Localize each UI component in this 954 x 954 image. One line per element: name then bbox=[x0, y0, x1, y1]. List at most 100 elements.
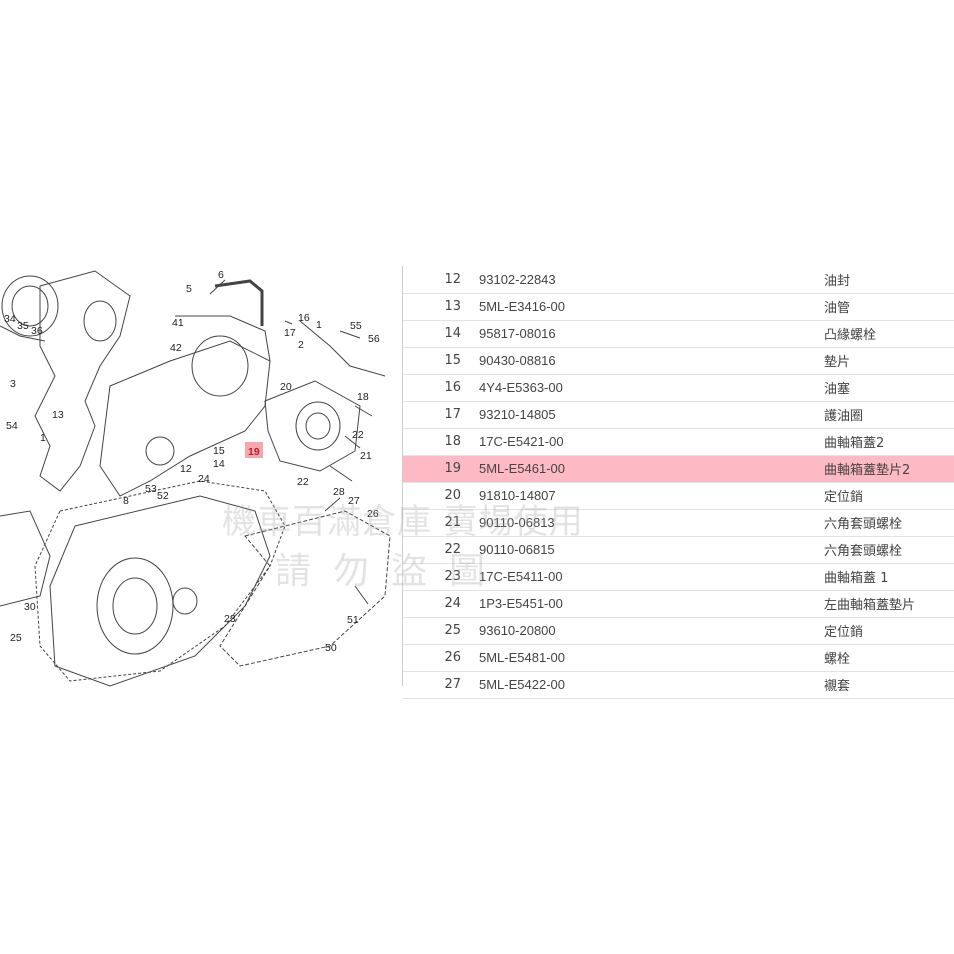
part-name: 曲軸箱蓋墊片2 bbox=[815, 455, 954, 483]
part-name: 油封 bbox=[815, 266, 954, 294]
part-number-index: 18 bbox=[403, 428, 479, 456]
callout-14[interactable]: 14 bbox=[213, 458, 225, 470]
part-name: 曲軸箱蓋 1 bbox=[815, 563, 954, 591]
part-name: 定位銷 bbox=[815, 482, 954, 510]
part-code: 90430-08816 bbox=[479, 347, 815, 375]
part-code: 4Y4-E5363-00 bbox=[479, 374, 815, 402]
callout-26[interactable]: 26 bbox=[367, 508, 379, 520]
part-code: 91810-14807 bbox=[479, 482, 815, 510]
callout-35[interactable]: 35 bbox=[17, 320, 29, 332]
callout-2[interactable]: 2 bbox=[298, 339, 304, 351]
callout-51[interactable]: 51 bbox=[347, 614, 359, 626]
part-name: 曲軸箱蓋2 bbox=[815, 428, 954, 456]
part-code: 5ML-E5481-00 bbox=[479, 644, 815, 672]
callout-20[interactable]: 20 bbox=[280, 381, 292, 393]
part-code: 1P3-E5451-00 bbox=[479, 590, 815, 618]
part-number-index: 13 bbox=[403, 293, 479, 321]
part-code: 90110-06815 bbox=[479, 536, 815, 564]
callout-27[interactable]: 27 bbox=[348, 495, 360, 507]
part-name: 六角套頭螺栓 bbox=[815, 509, 954, 537]
callout-22b[interactable]: 22 bbox=[297, 476, 309, 488]
part-name: 油塞 bbox=[815, 374, 954, 402]
part-code: 17C-E5421-00 bbox=[479, 428, 815, 456]
callout-24[interactable]: 24 bbox=[198, 473, 210, 485]
part-name: 護油圈 bbox=[815, 401, 954, 429]
callout-19[interactable]: 19 bbox=[248, 446, 260, 458]
callout-18[interactable]: 18 bbox=[357, 391, 369, 403]
part-code: 5ML-E5422-00 bbox=[479, 671, 815, 699]
callout-3[interactable]: 3 bbox=[10, 378, 16, 390]
callout-50[interactable]: 50 bbox=[325, 642, 337, 654]
part-number-index: 26 bbox=[403, 644, 479, 672]
callout-22[interactable]: 22 bbox=[352, 429, 364, 441]
part-name: 螺栓 bbox=[815, 644, 954, 672]
callout-5[interactable]: 5 bbox=[186, 283, 192, 295]
part-code: 93210-14805 bbox=[479, 401, 815, 429]
part-number-index: 20 bbox=[403, 482, 479, 510]
callout-53[interactable]: 53 bbox=[145, 483, 157, 495]
part-number-index: 14 bbox=[403, 320, 479, 348]
callout-12[interactable]: 12 bbox=[180, 463, 192, 475]
callout-25[interactable]: 25 bbox=[10, 632, 22, 644]
part-name: 六角套頭螺栓 bbox=[815, 536, 954, 564]
callout-6[interactable]: 6 bbox=[218, 269, 224, 281]
callout-34[interactable]: 34 bbox=[4, 313, 16, 325]
part-name: 襯套 bbox=[815, 671, 954, 699]
part-name: 凸緣螺栓 bbox=[815, 320, 954, 348]
callout-36[interactable]: 36 bbox=[31, 325, 43, 337]
part-number-index: 24 bbox=[403, 590, 479, 618]
callout-28[interactable]: 28 bbox=[333, 486, 345, 498]
part-number-index: 17 bbox=[403, 401, 479, 429]
callout-54[interactable]: 54 bbox=[6, 420, 18, 432]
callout-16[interactable]: 16 bbox=[298, 312, 310, 324]
part-code: 93610-20800 bbox=[479, 617, 815, 645]
callout-55[interactable]: 55 bbox=[350, 320, 362, 332]
part-number-index: 22 bbox=[403, 536, 479, 564]
part-name: 左曲軸箱蓋墊片 bbox=[815, 590, 954, 618]
callout-17[interactable]: 17 bbox=[284, 327, 296, 339]
callout-1b[interactable]: 1 bbox=[40, 432, 46, 444]
part-code: 95817-08016 bbox=[479, 320, 815, 348]
part-code: 5ML-E3416-00 bbox=[479, 293, 815, 321]
part-name: 定位銷 bbox=[815, 617, 954, 645]
callout-1[interactable]: 1 bbox=[316, 319, 322, 331]
callout-52[interactable]: 52 bbox=[157, 490, 169, 502]
part-code: 93102-22843 bbox=[479, 266, 815, 294]
callout-8[interactable]: 8 bbox=[123, 495, 129, 507]
callout-41[interactable]: 41 bbox=[172, 317, 184, 329]
callout-42[interactable]: 42 bbox=[170, 342, 182, 354]
part-number-index: 16 bbox=[403, 374, 479, 402]
part-code: 90110-06813 bbox=[479, 509, 815, 537]
part-code: 17C-E5411-00 bbox=[479, 563, 815, 591]
part-number-index: 21 bbox=[403, 509, 479, 537]
part-number-index: 23 bbox=[403, 563, 479, 591]
part-number-index: 25 bbox=[403, 617, 479, 645]
panel-divider bbox=[402, 266, 403, 686]
callout-21[interactable]: 21 bbox=[360, 450, 372, 462]
callout-13[interactable]: 13 bbox=[52, 409, 64, 421]
callout-15[interactable]: 15 bbox=[213, 445, 225, 457]
part-name: 油管 bbox=[815, 293, 954, 321]
part-number-index: 19 bbox=[403, 455, 479, 483]
callout-23[interactable]: 23 bbox=[224, 613, 236, 625]
callout-30[interactable]: 30 bbox=[24, 601, 36, 613]
callout-56[interactable]: 56 bbox=[368, 333, 380, 345]
